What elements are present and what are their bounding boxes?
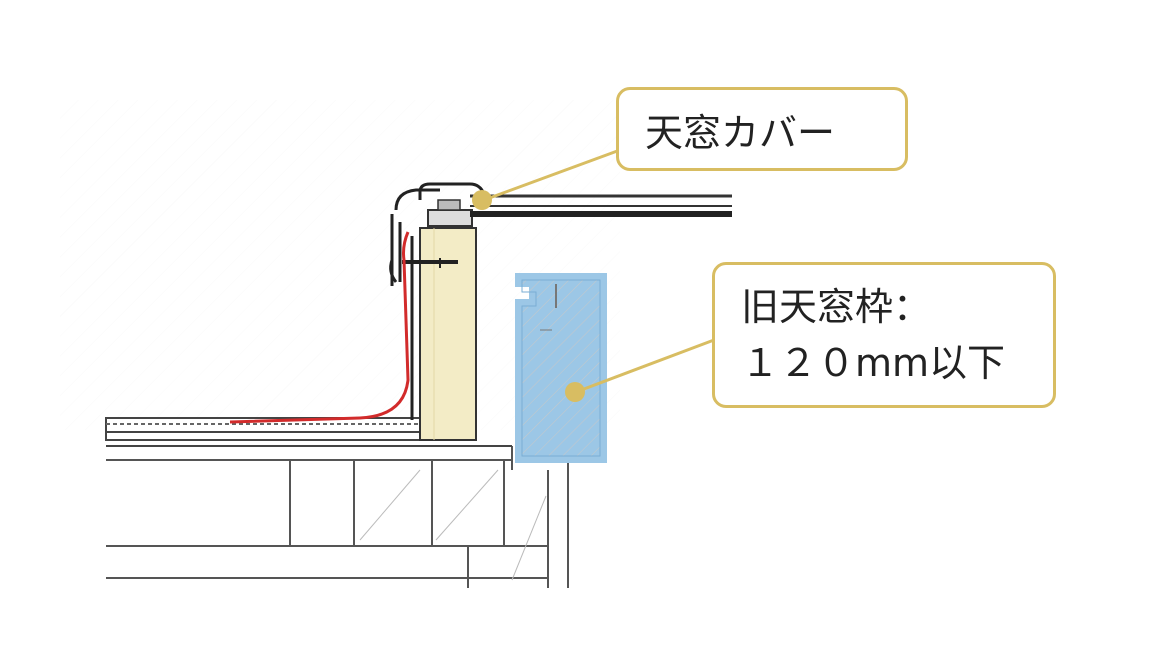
- cover-leader-dot: [472, 190, 492, 210]
- old-skylight-frame: [515, 273, 607, 463]
- roof-structure: [106, 446, 569, 588]
- roof-deck: [105, 417, 512, 447]
- skylight-cover-label: 天窓カバー: [645, 110, 836, 155]
- old-frame-title: 旧天窓枠：: [741, 285, 932, 329]
- frame-leader-dot: [565, 382, 585, 402]
- skylight-panel: [470, 194, 732, 217]
- curb-cap: [427, 199, 473, 227]
- screw-fastener: [402, 258, 458, 268]
- old-frame-size: １２０mm以下: [741, 341, 1006, 385]
- cover-flashing: [389, 182, 486, 420]
- cover-leader: [472, 148, 621, 210]
- skylight-cover-callout: 天窓カバー: [616, 87, 908, 171]
- frame-leader: [565, 338, 715, 402]
- sealant-line: [229, 231, 410, 424]
- new-curb-block: [419, 227, 477, 441]
- old-frame-callout: 旧天窓枠： １２０mm以下: [712, 262, 1056, 408]
